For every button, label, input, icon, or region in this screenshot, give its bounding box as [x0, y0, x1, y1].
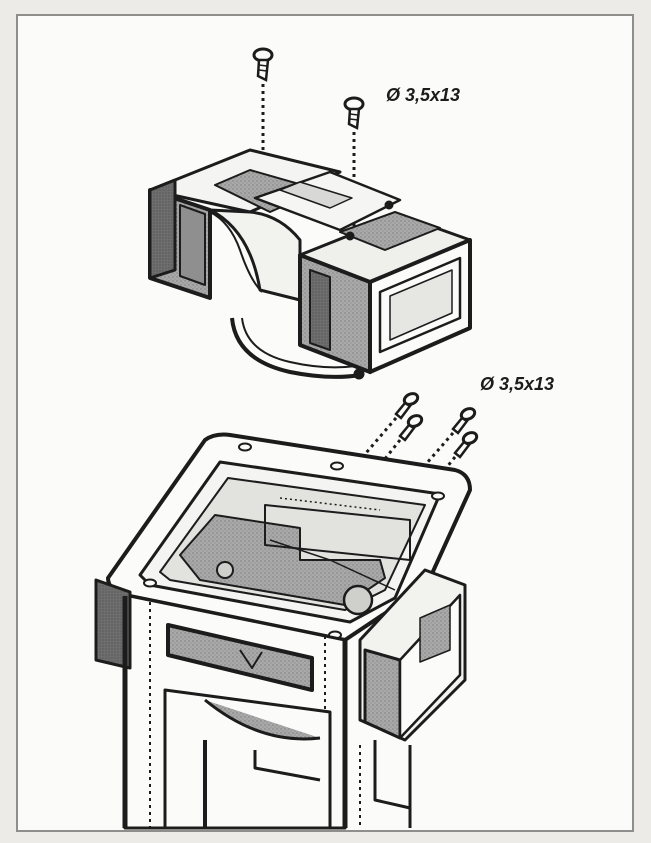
screw-size-label-bottom: Ø 3,5x13 [480, 374, 555, 394]
screw-size-label-top: Ø 3,5x13 [386, 85, 461, 105]
duct-adapter [148, 148, 472, 380]
hood-chimney-body [94, 432, 472, 830]
screw-icon [298, 392, 420, 531]
screw-icon [252, 47, 274, 190]
